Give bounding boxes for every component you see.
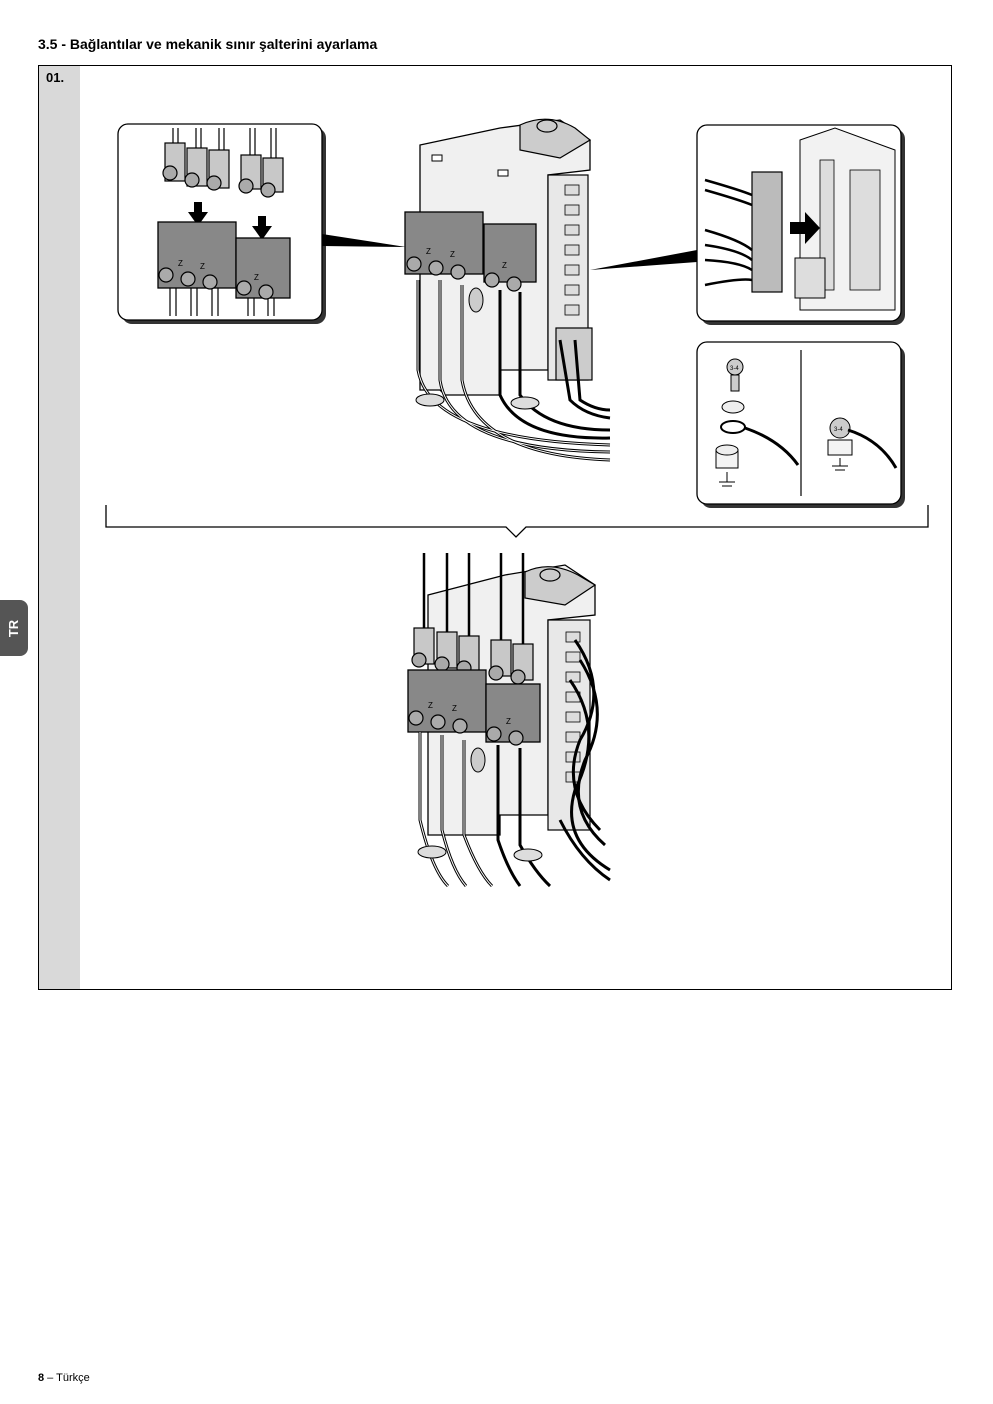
step-sidebar [39,66,80,989]
terminal-label: Z [200,262,205,271]
step-number: 01. [46,70,65,85]
control-unit-before: Z Z Z [404,118,611,462]
terminal-label: Z [452,704,457,713]
screw-marking: 3-4 [834,427,843,433]
control-unit-after: Z Z Z [407,553,611,888]
screw-marking: 3-4 [730,366,739,372]
step-frame [38,65,952,990]
page-footer: 8 – Türkçe [38,1372,90,1384]
terminal-label: Z [506,717,511,726]
terminal-label: Z [428,701,433,710]
terminal-label: Z [178,259,183,268]
detail-earth-connection-box: 3-4 3-4 [696,341,905,508]
page-number: 8 [38,1372,45,1384]
terminal-label: Z [426,247,431,256]
terminal-label: Z [502,261,507,270]
footer-language: Türkçe [56,1372,90,1384]
terminal-label: Z [254,273,259,282]
terminal-label: Z [450,250,455,259]
footer-separator: – [44,1372,57,1384]
language-tab: TR [0,600,28,656]
detail-pcb-connector-box [696,124,905,325]
section-title: 3.5 - Bağlantılar ve mekanik sınır şalte… [38,36,378,52]
detail-connectors-box: Z Z Z [117,123,326,324]
assembly-bracket [105,505,929,538]
